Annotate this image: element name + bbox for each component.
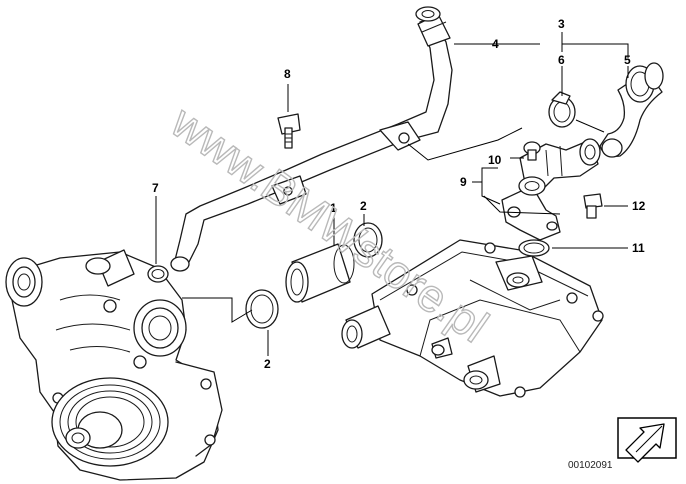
bolt-8 [277,113,301,149]
callout-7: 7 [152,181,159,195]
callout-10: 10 [488,153,502,167]
connector-sleeve-1 [285,243,355,303]
callout-3: 3 [558,17,565,31]
watermark: www.BMWstore.pl [161,95,497,352]
reference-number: 00102091 [568,460,613,471]
bolt-12 [583,193,603,219]
callout-2-upper: 2 [360,199,367,213]
hose-5 [599,62,664,158]
callout-1: 1 [330,201,337,215]
leader-lines [155,32,629,356]
water-pump [5,249,223,481]
coolant-pipe [170,6,453,272]
callout-5: 5 [624,53,631,67]
callout-9: 9 [460,175,467,189]
callout-4: 4 [492,37,499,51]
thermostat-9 [501,138,601,241]
o-ring-2-left [245,289,279,329]
navigation-arrow-icon[interactable] [617,417,677,463]
o-ring-11 [518,239,550,257]
o-ring-2-right [353,222,383,258]
callout-12: 12 [632,199,646,213]
callout-8: 8 [284,67,291,81]
bleed-screw-10 [523,141,541,161]
callout-2-lower: 2 [264,357,271,371]
hose-clamp-6 [548,91,576,128]
callout-6: 6 [558,53,565,67]
thermostat-housing [341,239,604,398]
seal-ring-7 [147,265,169,283]
callout-11: 11 [632,241,645,255]
callouts: 1 2 2 3 4 5 6 7 8 9 10 11 12 [152,17,646,371]
